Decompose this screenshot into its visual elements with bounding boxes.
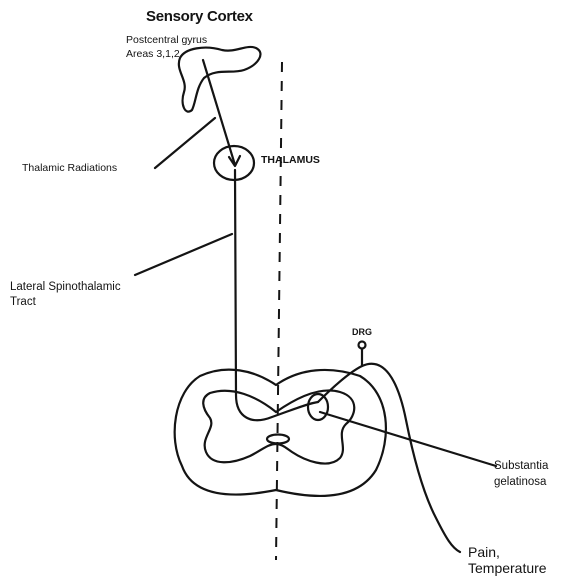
thalamic-radiations-label: Thalamic Radiations	[22, 162, 117, 174]
substantia-label: Substantia	[494, 460, 548, 473]
diagram-title: Sensory Cortex	[146, 8, 253, 25]
drg-ganglion	[359, 342, 366, 349]
temperature-label: Temperature	[468, 560, 547, 576]
midline-dashed	[276, 62, 282, 560]
pain-label: Pain,	[468, 544, 500, 560]
lst-leader	[135, 234, 232, 275]
thalamus-label: THALAMUS	[261, 154, 320, 166]
gelatinosa-label: gelatinosa	[494, 476, 546, 489]
substantia-gelatinosa-outline	[308, 394, 328, 420]
postcentral-gyrus-label: Postcentral gyrus	[126, 34, 207, 46]
lateral-spinothalamic-label: Lateral Spinothalamic	[10, 281, 121, 294]
tract-label: Tract	[10, 296, 36, 309]
drg-label: DRG	[352, 327, 372, 337]
areas-label: Areas 3,1,2	[126, 48, 180, 60]
postcentral-gyrus-outline	[179, 47, 261, 112]
grey-matter-outline	[203, 390, 354, 463]
spinothalamic-tract-fiber	[235, 170, 318, 420]
thalamic-radiations-leader	[155, 118, 215, 168]
thalamocortical-fiber	[203, 60, 235, 165]
spinal-cord-outer	[175, 370, 386, 496]
substantia-leader	[320, 412, 496, 466]
